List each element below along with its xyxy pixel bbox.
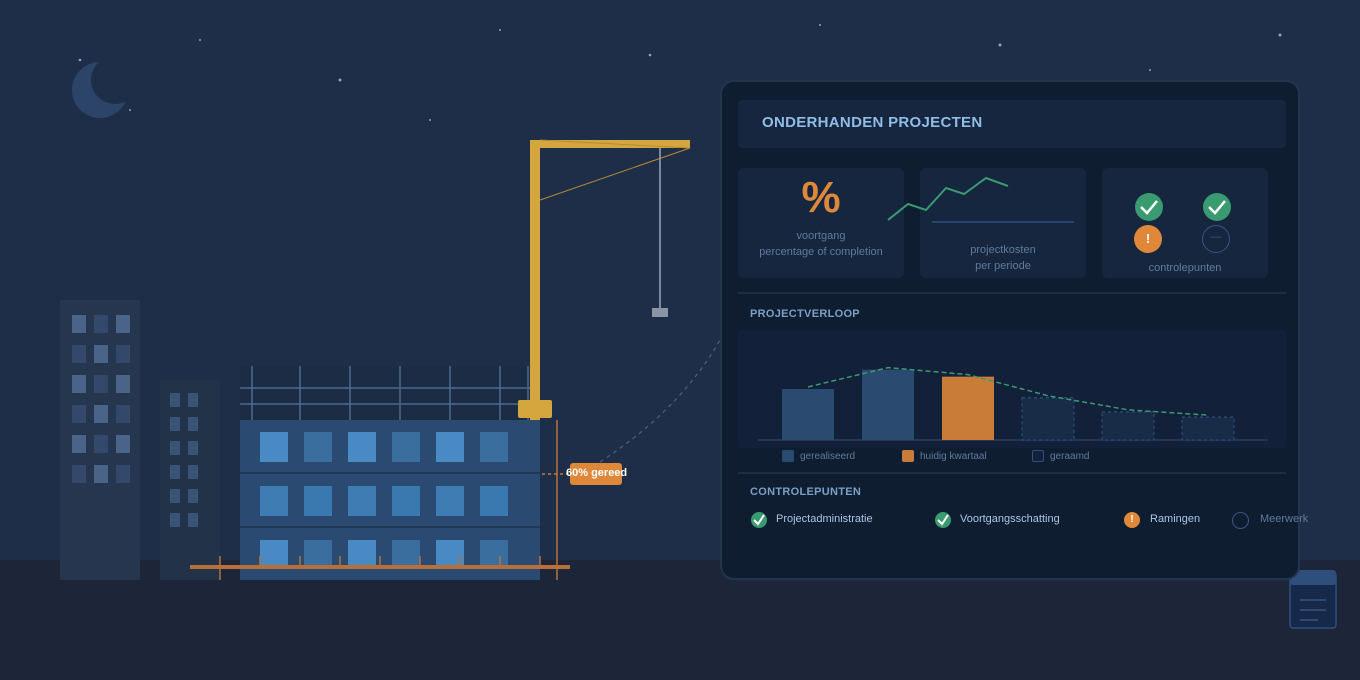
- chart-bar: [782, 388, 834, 440]
- projectverloop-title: PROJECTVERLOOP: [750, 308, 860, 320]
- check-icon: [1203, 193, 1231, 221]
- open-circle-icon: [1232, 512, 1249, 529]
- checkpoint-item[interactable]: Projectadministratie: [750, 510, 1050, 530]
- controlepunten-title: CONTROLEPUNTEN: [750, 486, 862, 498]
- warning-symbol: !: [1130, 514, 1134, 525]
- connector-line: [599, 339, 721, 463]
- progress-card[interactable]: % voortgang percentage of completion: [738, 168, 904, 278]
- legend-label-realized: gerealiseerd: [800, 451, 856, 462]
- legend-swatch-realized: [782, 450, 794, 462]
- divider: [738, 292, 1286, 294]
- chart-bar: [942, 376, 994, 440]
- checkpoint-item[interactable]: Meerwerk: [1232, 510, 1308, 530]
- costs-card-sublabel: per periode: [975, 260, 1031, 272]
- clipboard-icon: [1289, 570, 1337, 629]
- check-icon: [751, 512, 767, 528]
- checkpoint-label: Voortgangsschatting: [960, 513, 1060, 525]
- projectverloop-chart: [738, 330, 1286, 448]
- warning-icon: !: [1124, 512, 1140, 528]
- background-tower: [60, 300, 220, 580]
- legend-swatch-current: [902, 450, 914, 462]
- legend-label-estimated: geraamd: [1050, 451, 1090, 462]
- percent-icon: %: [801, 173, 841, 222]
- dashboard-panel: ONDERHANDEN PROJECTEN % voortgang percen…: [720, 80, 1308, 580]
- ground: [0, 560, 1360, 680]
- chart-bar: [1101, 411, 1155, 441]
- stars: [78, 24, 1282, 121]
- costs-card-label: projectkosten: [970, 244, 1036, 256]
- checkpoint-item[interactable]: Voortgangsschatting: [934, 510, 1094, 530]
- checkpoint-label: Ramingen: [1150, 513, 1201, 525]
- checkpoint-item[interactable]: ! Ramingen: [1124, 510, 1224, 530]
- checkpoint-label: Projectadministratie: [776, 513, 873, 525]
- warning-icon: !: [1134, 225, 1162, 253]
- chart-bar: [862, 369, 914, 440]
- moon-icon: [72, 56, 139, 118]
- chart-bar: [1181, 416, 1235, 441]
- progress-tag: 60% gereed: [566, 463, 627, 485]
- check-icon: [935, 512, 951, 528]
- progress-card-label: voortgang: [796, 230, 846, 242]
- crane-hook: [652, 308, 668, 317]
- pending-icon: —: [1202, 225, 1230, 253]
- progress-card-sublabel: percentage of completion: [759, 246, 883, 258]
- legend-label-current: huidig kwartaal: [920, 451, 987, 462]
- pending-symbol: —: [1210, 231, 1222, 243]
- progress-tag-label: 60% gereed: [566, 467, 628, 479]
- building-under-construction: [190, 366, 572, 580]
- checkpoints-card[interactable]: ! — controlepunten: [1102, 168, 1268, 278]
- checkpoint-label: Meerwerk: [1260, 513, 1309, 525]
- legend-swatch-estimated: [1032, 450, 1044, 462]
- dashboard-title: ONDERHANDEN PROJECTEN: [762, 114, 983, 131]
- chart-trend-line: [807, 366, 1209, 416]
- chart-bar: [1021, 397, 1075, 441]
- divider: [738, 472, 1286, 474]
- warning-symbol: !: [1145, 231, 1151, 246]
- sparkline-icon: [887, 176, 1074, 223]
- costs-card[interactable]: projectkosten per periode: [887, 168, 1086, 278]
- dashboard-header: ONDERHANDEN PROJECTEN: [738, 100, 1286, 148]
- checkpoints-card-label: controlepunten: [1148, 262, 1222, 274]
- tower-crane: [518, 139, 691, 420]
- check-icon: [1135, 193, 1163, 221]
